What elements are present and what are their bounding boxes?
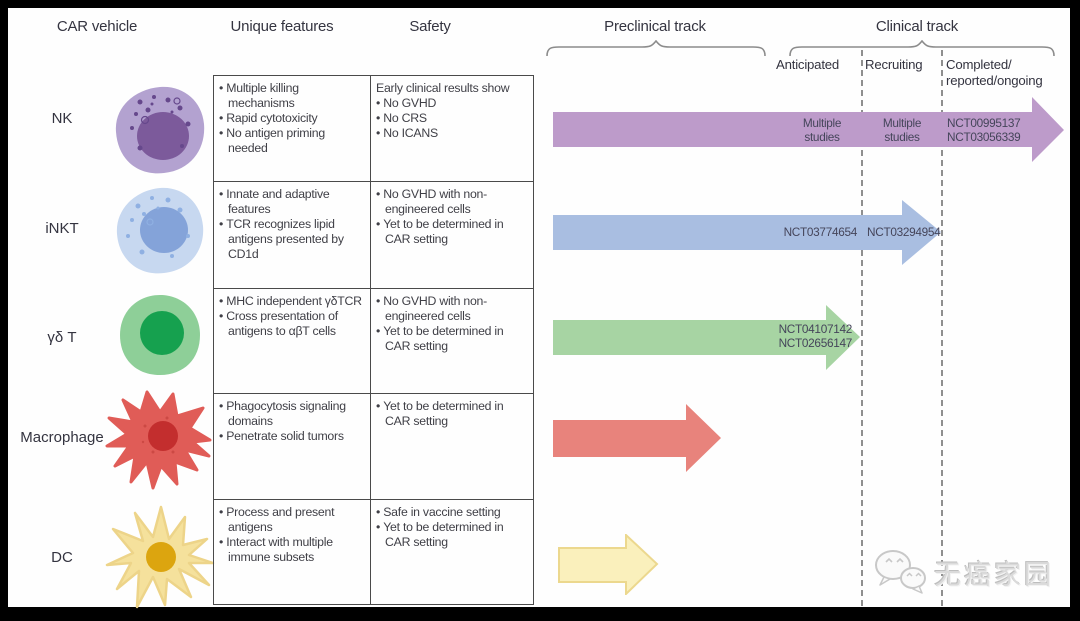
row-label-dc: DC [51,549,73,566]
macrophage-feature-item: Phagocytosis signaling domains [219,399,367,429]
inkt-safety-item: No GVHD with non-engineered cells [376,187,530,217]
nk-safety-item: No ICANS [376,126,530,141]
inkt-safety-item: Yet to be determined in CAR setting [376,217,530,247]
row-label-nk: NK [51,110,73,127]
inkt-safety-cell: No GVHD with non-engineered cells Yet to… [371,182,533,289]
divider-anticipated-recruiting [861,50,863,606]
dc-feature-item: Interact with multiple immune subsets [219,535,367,565]
preclinical-brace [546,40,766,57]
gdt-feature-item: MHC independent γδTCR [219,294,367,309]
gamma-delta-t-cell-icon [120,295,200,375]
gdt-safety-item: No GVHD with non-engineered cells [376,294,530,324]
inkt-anticipated-label: NCT03774654 [783,225,858,239]
nk-cell-icon [115,86,205,174]
macrophage-safety-item: Yet to be determined in CAR setting [376,399,530,429]
column-header-clinical-track: Clinical track [875,18,959,35]
nk-anticipated-label: Multiple studies [802,116,842,145]
dc-feature-item: Process and present antigens [219,505,367,535]
nk-feature-item: No antigen priming needed [219,126,367,156]
gdt-feature-item: Cross presentation of antigens to αβT ce… [219,309,367,339]
macrophage-feature-item: Penetrate solid tumors [219,429,367,444]
inkt-feature-item: Innate and adaptive features [219,187,367,217]
nk-track-arrow [553,97,1064,162]
subheader-completed: Completed/ reported/ongoing [946,57,1043,88]
dc-features-cell: Process and present antigens Interact wi… [214,500,371,604]
macrophage-cell-icon [105,390,212,490]
subheader-recruiting: Recruiting [865,57,923,72]
inkt-feature-item: TCR recognizes lipid antigens presented … [219,217,367,262]
inkt-recruiting-label: NCT03294954 [867,225,941,239]
features-safety-table: Multiple killing mechanisms Rapid cytoto… [213,75,534,605]
dc-track-arrow [558,534,659,595]
inkt-cell-icon [116,187,204,274]
macrophage-track-arrow [553,404,721,472]
gdt-safety-cell: No GVHD with non-engineered cells Yet to… [371,289,533,394]
watermark-text: 无癌家园 [934,559,1054,590]
nk-feature-item: Multiple killing mechanisms [219,81,367,111]
dc-safety-cell: Safe in vaccine setting Yet to be determ… [371,500,533,604]
row-label-gamma-delta-t: γδ T [47,329,77,346]
nk-completed-label: NCT00995137 NCT03056339 [947,116,1021,145]
inkt-track-arrow [553,200,941,265]
clinical-brace [789,40,1055,57]
gdt-track-arrow [553,305,860,370]
column-header-preclinical-track: Preclinical track [604,18,706,35]
nk-safety-cell: Early clinical results show No GVHD No C… [371,76,533,182]
wechat-icon [875,550,926,594]
gdt-safety-item: Yet to be determined in CAR setting [376,324,530,354]
row-label-inkt: iNKT [45,220,79,237]
divider-recruiting-completed [941,50,943,606]
nk-safety-intro: Early clinical results show [376,81,510,95]
row-label-macrophage: Macrophage [20,429,104,446]
dc-cell-icon [105,505,215,609]
inkt-features-cell: Innate and adaptive features TCR recogni… [214,182,371,289]
column-header-safety: Safety [409,18,451,35]
subheader-anticipated: Anticipated [776,57,840,72]
nk-features-cell: Multiple killing mechanisms Rapid cytoto… [214,76,371,182]
column-header-car-vehicle: CAR vehicle [56,18,138,35]
nk-feature-item: Rapid cytotoxicity [219,111,367,126]
dc-safety-item: Safe in vaccine setting [376,505,530,520]
nk-safety-item: No CRS [376,111,530,126]
macrophage-features-cell: Phagocytosis signaling domains Penetrate… [214,394,371,500]
macrophage-safety-cell: Yet to be determined in CAR setting [371,394,533,500]
nk-recruiting-label: Multiple studies [882,116,922,145]
nk-safety-item: No GVHD [376,96,530,111]
watermark: 无癌家园 [872,548,1054,596]
dc-safety-item: Yet to be determined in CAR setting [376,520,530,550]
column-header-unique-features: Unique features [230,18,334,35]
gdt-anticipated-label: NCT04107142 NCT02656147 [778,322,853,351]
gdt-features-cell: MHC independent γδTCR Cross presentation… [214,289,371,394]
